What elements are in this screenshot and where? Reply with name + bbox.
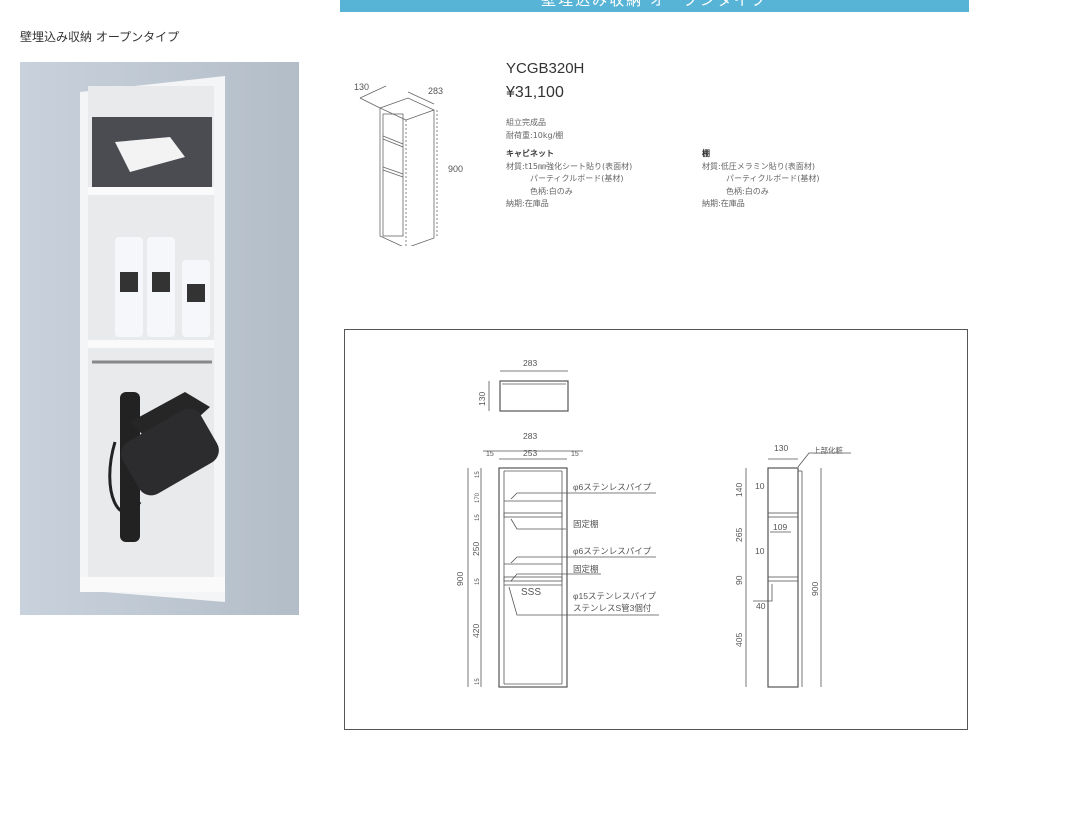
dim: 130 <box>774 443 788 453</box>
dim: 900 <box>810 582 820 596</box>
spec-shelf: 棚 材質:低圧メラミン貼り(表面材) パーティクルボード(基材) 色柄:白のみ … <box>702 148 820 211</box>
spec-line: 納期:在庫品 <box>506 199 549 208</box>
callout: φ6ステンレスパイプ <box>573 546 652 556</box>
spec-line: 色柄:白のみ <box>530 186 573 196</box>
dim: 253 <box>523 448 537 458</box>
s-hooks: SSS <box>521 587 541 598</box>
front-width-dim: 283 <box>523 431 537 441</box>
callout: 上部化粧 <box>813 445 843 455</box>
iso-height-label: 900 <box>448 164 463 174</box>
dim: 15 <box>475 471 481 478</box>
spec-line: 材質:t15㎜強化シート貼り(表面材) <box>506 161 633 171</box>
dim: 265 <box>734 528 744 542</box>
dim: 90 <box>734 575 744 585</box>
top-width-dim: 283 <box>523 358 537 368</box>
dim: 10 <box>755 546 765 556</box>
spec-line: パーティクルボード(基材) <box>530 174 624 183</box>
dim: 420 <box>471 624 481 638</box>
dim: 15 <box>475 578 481 585</box>
top-depth-dim: 130 <box>477 392 487 406</box>
dim: 250 <box>471 542 481 556</box>
iso-depth-label: 130 <box>354 82 369 92</box>
spec-note: 組立完成品 <box>506 118 546 127</box>
spec-line: 材質:低圧メラミン貼り(表面材) <box>702 161 815 171</box>
spec-line: パーティクルボード(基材) <box>726 174 820 183</box>
dim: 405 <box>734 633 744 647</box>
dim: 15 <box>486 451 494 458</box>
dim: 40 <box>756 601 766 611</box>
spec-cabinet: キャビネット 材質:t15㎜強化シート貼り(表面材) パーティクルボード(基材)… <box>506 148 632 211</box>
spec-heading: 棚 <box>702 149 710 158</box>
section-header-bar: 壁埋込み収納 オープンタイプ <box>340 0 969 12</box>
spec-line: 色柄:白のみ <box>726 186 769 196</box>
callout: φ6ステンレスパイプ <box>573 482 652 492</box>
isometric-sketch: 130 283 900 <box>354 82 463 246</box>
dim: 15 <box>571 451 579 458</box>
product-model: YCGB320H <box>506 60 585 77</box>
page-subtitle: 壁埋込み収納 オープンタイプ <box>20 30 180 44</box>
iso-width-label: 283 <box>428 86 443 96</box>
callout: 固定棚 <box>573 564 599 574</box>
dim: 15 <box>475 514 481 521</box>
product-photo <box>20 62 299 615</box>
product-price: ¥31,100 <box>506 84 564 101</box>
dim: 10 <box>755 481 765 491</box>
callout: φ15ステンレスパイプ <box>573 591 656 601</box>
spec-general: 組立完成品 耐荷重:10kg/棚 <box>506 117 563 142</box>
spec-line: 納期:在庫品 <box>702 199 745 208</box>
dim: 900 <box>455 572 465 586</box>
dim: 15 <box>475 678 481 685</box>
dim: 170 <box>475 492 481 503</box>
callout: ステンレスS管3個付 <box>573 603 652 613</box>
spec-heading: キャビネット <box>506 149 554 158</box>
callout: 固定棚 <box>573 519 599 529</box>
dim: 109 <box>773 522 787 532</box>
drawing-labels: 283 130 283 15 253 15 900 15 170 15 250 … <box>455 358 843 685</box>
dim: 140 <box>734 483 744 497</box>
spec-note: 耐荷重:10kg/棚 <box>506 130 564 140</box>
technical-drawing: 283 130 283 15 253 15 900 15 170 15 250 … <box>344 329 968 730</box>
